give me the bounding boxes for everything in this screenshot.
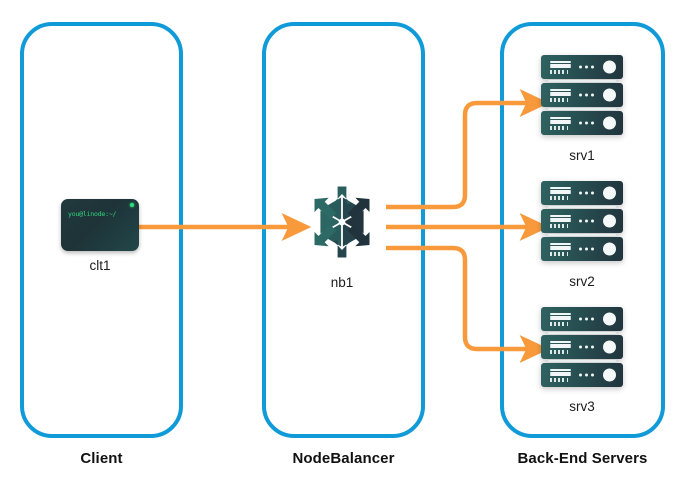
rack-unit — [541, 55, 623, 79]
rack-knob-icon — [602, 368, 616, 382]
rack-unit — [541, 335, 623, 359]
rack-dots-icon — [578, 345, 594, 349]
rack-vents-icon — [550, 349, 569, 354]
rack-divider — [541, 205, 623, 209]
group-box-backend — [500, 22, 665, 438]
rack-vents-icon — [550, 377, 569, 382]
rack-divider — [541, 79, 623, 83]
rack-dots-icon — [578, 121, 594, 125]
group-box-client — [20, 22, 183, 438]
rack-lines-icon — [550, 89, 572, 96]
server-rack-icon-srv1[interactable] — [541, 55, 623, 135]
rack-knob-icon — [602, 214, 616, 228]
rack-lines-icon — [550, 243, 572, 250]
rack-unit — [541, 209, 623, 233]
rack-knob-icon — [602, 242, 616, 256]
node-label-nb1: nb1 — [330, 275, 354, 290]
node-label-srv2: srv2 — [569, 274, 595, 289]
rack-unit — [541, 111, 623, 135]
node-label-srv3: srv3 — [569, 399, 595, 414]
rack-vents-icon — [550, 223, 569, 228]
rack-divider — [541, 359, 623, 363]
rack-vents-icon — [550, 321, 569, 326]
rack-lines-icon — [550, 215, 572, 222]
rack-vents-icon — [550, 97, 569, 102]
rack-dots-icon — [578, 191, 594, 195]
group-box-nodebalancer — [262, 22, 425, 438]
server-rack-icon-srv3[interactable] — [541, 307, 623, 387]
rack-vents-icon — [550, 69, 569, 74]
group-label-backend: Back-End Servers — [517, 450, 648, 467]
rack-knob-icon — [602, 88, 616, 102]
rack-unit — [541, 363, 623, 387]
rack-knob-icon — [602, 60, 616, 74]
group-label-nodebalancer: NodeBalancer — [292, 450, 395, 467]
rack-unit — [541, 181, 623, 205]
rack-lines-icon — [550, 187, 572, 194]
terminal-prompt-text: you@linode:~/ — [68, 210, 117, 218]
group-label-client: Client — [80, 450, 123, 467]
rack-lines-icon — [550, 61, 572, 68]
rack-unit — [541, 307, 623, 331]
terminal-icon[interactable]: you@linode:~/ — [61, 199, 139, 251]
rack-dots-icon — [578, 247, 594, 251]
rack-vents-icon — [550, 125, 569, 130]
rack-divider — [541, 331, 623, 335]
node-label-clt1: clt1 — [89, 258, 111, 273]
connector-nb1-to-srv1 — [386, 89, 550, 210]
rack-dots-icon — [578, 219, 594, 223]
rack-vents-icon — [550, 251, 569, 256]
node-label-srv1: srv1 — [569, 148, 595, 163]
rack-dots-icon — [578, 65, 594, 69]
rack-dots-icon — [578, 317, 594, 321]
terminal-status-dot-icon — [130, 203, 134, 207]
rack-vents-icon — [550, 195, 569, 200]
rack-divider — [541, 233, 623, 237]
rack-unit — [541, 237, 623, 261]
rack-lines-icon — [550, 117, 572, 124]
rack-dots-icon — [578, 373, 594, 377]
rack-knob-icon — [602, 116, 616, 130]
server-rack-icon-srv2[interactable] — [541, 181, 623, 261]
rack-lines-icon — [550, 369, 572, 376]
rack-dots-icon — [578, 93, 594, 97]
rack-divider — [541, 107, 623, 111]
rack-lines-icon — [550, 313, 572, 320]
connector-nb1-to-srv3 — [386, 245, 550, 363]
rack-unit — [541, 83, 623, 107]
rack-knob-icon — [602, 340, 616, 354]
rack-knob-icon — [602, 312, 616, 326]
rack-knob-icon — [602, 186, 616, 200]
rack-lines-icon — [550, 341, 572, 348]
nodebalancer-hexagon-icon[interactable] — [296, 176, 388, 268]
